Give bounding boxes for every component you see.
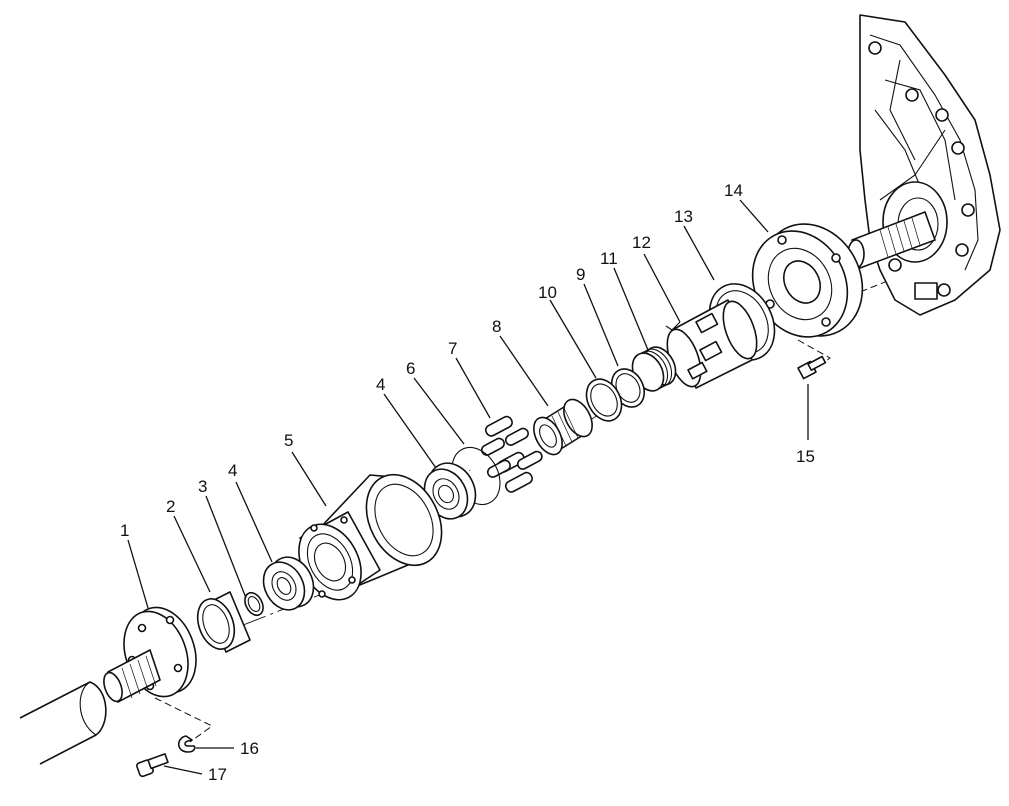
callout-10: 10 [538,283,557,302]
transmission-housing [859,14,1001,316]
callout-1: 1 [120,521,129,540]
part-17-cap-screw [136,753,169,778]
assembly-guide-lines [154,279,891,743]
callout-3: 3 [198,477,207,496]
callout-17: 17 [208,765,227,784]
callout-11: 11 [600,249,618,268]
callout-7: 7 [448,339,457,358]
part-14-adapter-plate [751,223,864,338]
callout-9: 9 [576,265,585,284]
part-12-clutch-cage [665,299,758,389]
callout-8: 8 [492,317,501,336]
part-5-hub-housing [298,473,443,601]
part-8-bearing-race [533,398,593,456]
callout-4-upper: 4 [376,375,385,394]
part-1-flanged-shaft [103,606,197,703]
callout-4-lower: 4 [228,461,237,480]
callout-13: 13 [674,207,693,226]
part-4-bearing-lower [262,556,315,611]
callout-6: 6 [406,359,415,378]
part-10-ring [585,378,623,422]
part-3-snap-ring [244,591,264,617]
callout-labels: 1 2 3 4 5 4 6 7 8 10 9 11 12 13 14 15 16… [120,181,815,784]
callout-15: 15 [796,447,815,466]
callout-5: 5 [284,431,293,450]
part-7-rollers [480,415,543,493]
callout-2: 2 [166,497,175,516]
callout-12: 12 [632,233,651,252]
leader-lines [127,199,809,775]
part-15-bolt [797,355,827,380]
part-16-washer [177,735,196,753]
callout-14: 14 [724,181,743,200]
part-2-spacer-ring [196,591,251,653]
callout-16: 16 [240,739,259,758]
drive-shaft-tube [19,681,107,765]
